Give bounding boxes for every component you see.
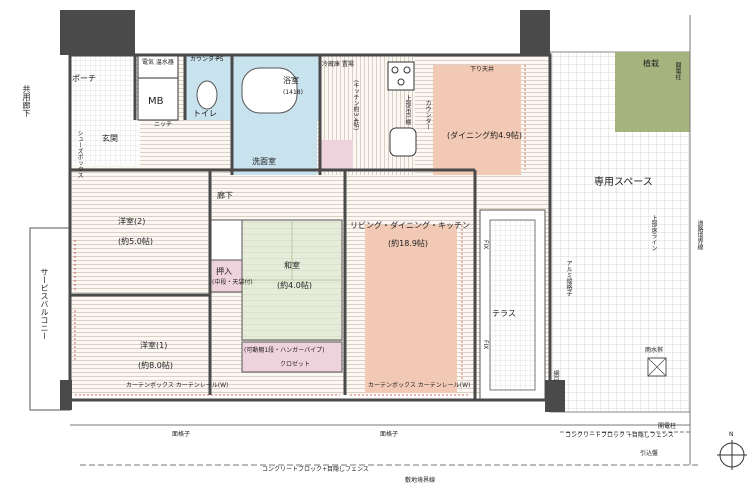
concrete-block-2-label: コンクリートブロック +目隠しフェンス [565, 432, 674, 439]
alum-lattice-label: アルミ縦格子 [565, 260, 572, 296]
planting-area [615, 52, 690, 132]
closet-label: クロゼット [280, 361, 311, 368]
entrance-label: 玄関 [102, 134, 118, 143]
service-balcony-area [29, 227, 71, 411]
amado-label: 網戸 [552, 370, 559, 382]
counter-label: カウンター [424, 100, 431, 130]
niche-label: ニッチ [154, 121, 173, 128]
structural-columns [60, 10, 565, 412]
ps-label: PS [216, 56, 224, 63]
curtain-box-1-label: カーテンボックス カーテンレール(W) [126, 382, 229, 389]
fix1-label: FIX [482, 240, 489, 250]
bathroom-size-label: (1418) [283, 89, 303, 96]
closet-detail-label: (可動棚1段・ハンガーパイプ) [244, 347, 325, 354]
toilet-icon [196, 80, 218, 110]
stove-icon [387, 61, 415, 91]
oshiire-label: 押入 [216, 267, 232, 276]
shoes-box-label: シューズボックス [76, 130, 83, 178]
bathtub-icon [241, 67, 298, 114]
north-arrow-icon [717, 440, 747, 470]
terrace-label: テラス [492, 309, 516, 318]
fix2-label: FIX [482, 340, 489, 350]
cupboard-label: 上部吊戸棚 [404, 95, 411, 125]
ldk-label: リビング・ダイニング・キッチン [350, 221, 470, 230]
japanese-label: 和室 [284, 261, 300, 270]
western2-label: 洋室(2) [118, 217, 146, 226]
toilet-label: トイレ [193, 109, 217, 118]
washroom-area [232, 120, 317, 175]
walk-in-closet [241, 341, 343, 373]
western1-label: 洋室(1) [140, 341, 168, 350]
road-line-label: 道路境界線 [696, 220, 703, 250]
lattice-1-label: 面格子 [172, 431, 191, 438]
dining-highlight [433, 65, 521, 175]
drop-ceiling-label: 下り天井 [470, 66, 495, 73]
entrance-area [85, 110, 140, 165]
dining-label: (ダイニング約4.9帖) [447, 131, 522, 140]
kitchen-label: (キッチン約3.4帖) [352, 80, 359, 131]
counter-ps-label: カウンター [190, 56, 221, 63]
washing-machine-space [318, 140, 353, 170]
concrete-block-label: コンクリートブロック+目隠しフェンス [262, 466, 369, 473]
common-corridor-label: 共用廊下 [22, 85, 31, 117]
curtain-lines [74, 65, 526, 396]
lattice-2-label: 面格子 [380, 431, 399, 438]
porch-label: ポーチ [72, 74, 96, 83]
japanese-size-label: (約4.0帖) [277, 281, 312, 290]
mb-box [137, 77, 179, 121]
bathroom-label: 浴室 [283, 76, 299, 85]
north-label: N [729, 431, 734, 438]
western1-size-label: (約8.0帖) [138, 361, 173, 370]
ldk-highlight [365, 225, 457, 393]
fridge-label: 冷蔵庫 置場 [322, 61, 354, 68]
mb-label: MB [148, 96, 164, 107]
water-heater-label: 電気 温水器 [142, 59, 174, 66]
curtain-box-2-label: カーテンボックス カーテンレール(W) [368, 382, 471, 389]
boundary-lines [70, 15, 700, 466]
storage-closet [209, 219, 243, 261]
planting-label: 植栽 [643, 59, 659, 68]
washroom-label: 洗面室 [252, 157, 276, 166]
utility-pole-2-label: 開電柱 [658, 423, 677, 430]
hallway-label: 廊下 [217, 191, 233, 200]
western2-size-label: (約5.0帖) [118, 237, 153, 246]
sink-icon [389, 127, 417, 157]
hikikomi-label: 引込盤 [640, 450, 659, 457]
terrace-floor [489, 219, 536, 391]
service-balcony-label: サービスバルコニー [40, 268, 49, 340]
utility-pole-label: 開電柱 [674, 62, 681, 80]
ldk-size-label: (約18.9帖) [388, 239, 429, 248]
rain-tank-label: 雨水桝 [645, 347, 664, 354]
upper-floor-line-label: 上部床ライン [650, 215, 657, 251]
oshiire-closet [209, 259, 243, 293]
site-line-label: 敷地境界線 [405, 477, 436, 484]
oshiire-detail-label: (中段・天袋付) [212, 279, 253, 286]
private-space-label: 専用スペース [594, 177, 653, 188]
